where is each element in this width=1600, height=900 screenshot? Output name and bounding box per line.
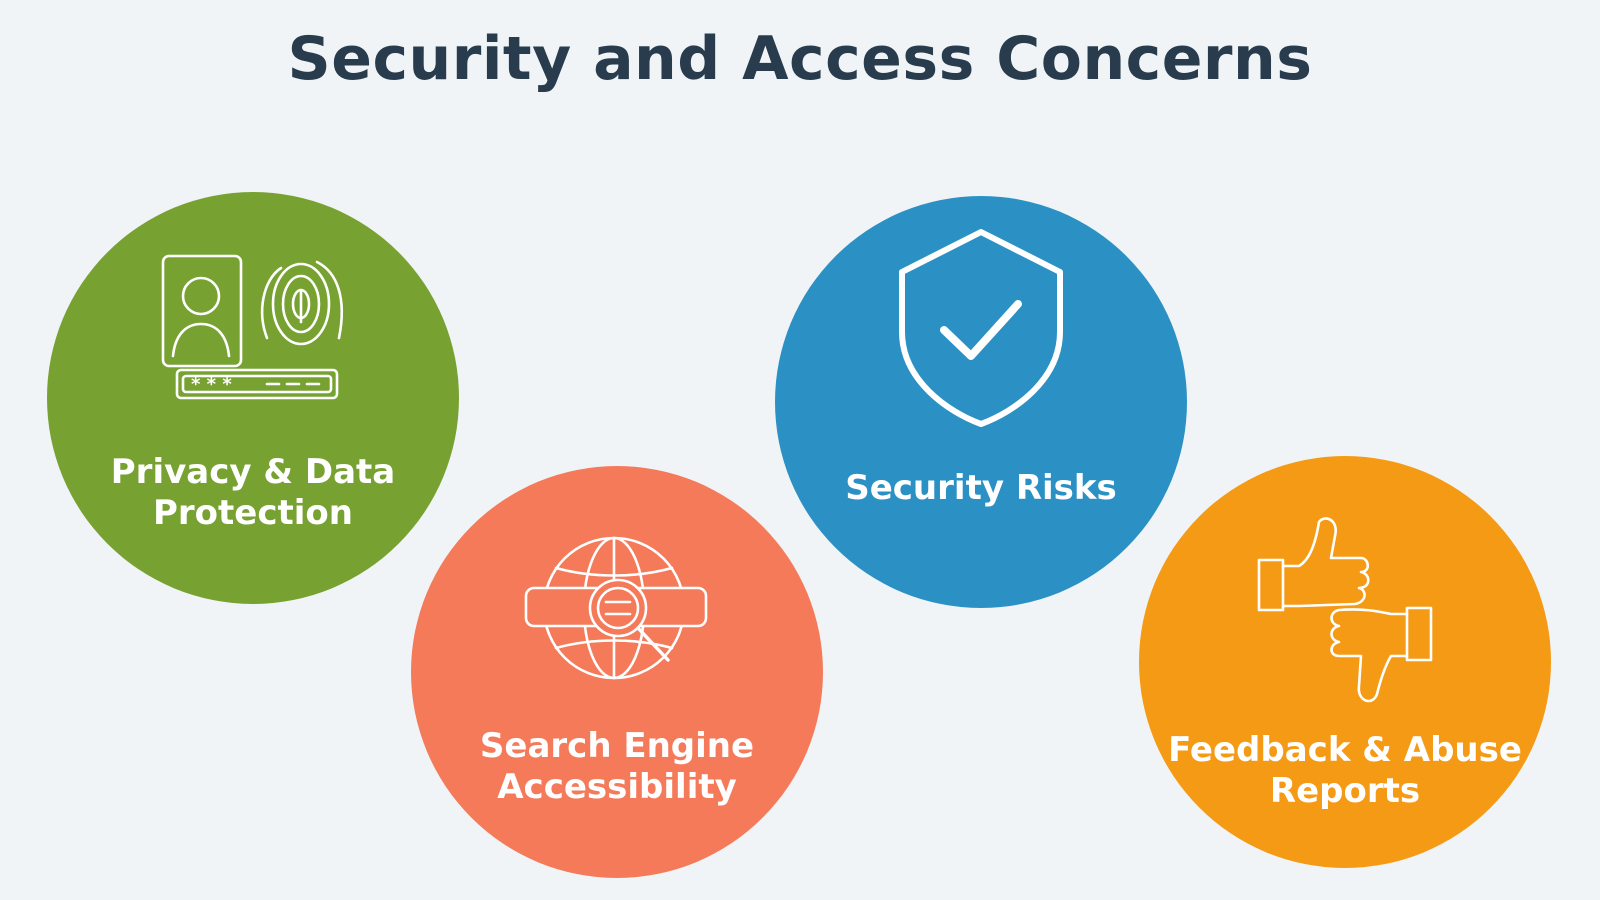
feedback-abuse-reports-label: Feedback & Abuse Reports xyxy=(1149,730,1541,812)
page-title: Security and Access Concerns xyxy=(287,24,1313,94)
privacy-data-protection-label: Privacy & Data Protection xyxy=(57,452,449,534)
privacy-data-protection-circle: * * * Privacy & Data Protection xyxy=(47,192,459,604)
security-label-line-1: Security Risks xyxy=(845,468,1117,508)
globe-search-icon xyxy=(411,532,823,692)
svg-text:* * *: * * * xyxy=(191,374,232,395)
security-risks-circle: Security Risks xyxy=(775,196,1187,608)
thumbs-up-down-icon xyxy=(1139,516,1551,706)
feedback-abuse-reports-circle: Feedback & Abuse Reports xyxy=(1139,456,1551,868)
search-label-line-2: Accessibility xyxy=(497,767,737,807)
feedback-label-line-2: Reports xyxy=(1269,771,1421,811)
privacy-fingerprint-icon: * * * xyxy=(47,252,459,402)
feedback-label-line-1: Feedback & Abuse xyxy=(1168,730,1522,770)
search-label-line-1: Search Engine xyxy=(479,726,755,766)
security-risks-label: Security Risks xyxy=(785,468,1177,509)
privacy-label-line-1: Privacy & Data xyxy=(110,452,396,492)
shield-check-icon xyxy=(775,228,1187,428)
privacy-label-line-2: Protection xyxy=(153,493,353,533)
search-engine-accessibility-label: Search Engine Accessibility xyxy=(421,726,813,808)
search-engine-accessibility-circle: Search Engine Accessibility xyxy=(411,466,823,878)
